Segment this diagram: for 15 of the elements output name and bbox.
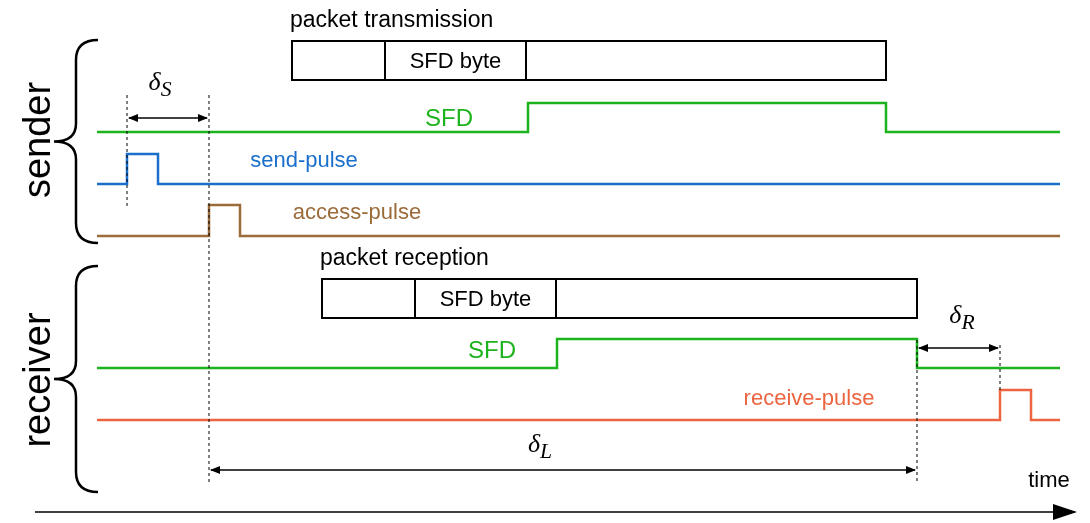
frame-heading: packet reception: [320, 244, 489, 270]
axis-label: time: [1028, 467, 1070, 493]
group-label: sender: [17, 81, 59, 199]
field-segment: SFD byte: [384, 42, 527, 79]
frame-heading: packet transmission: [290, 6, 494, 32]
dimension-label: δ$_{R}$: [949, 301, 975, 335]
dimension-label: δ$_{L}$: [527, 430, 553, 464]
field-segment: SFD byte: [414, 280, 557, 317]
signal-label: send-pulse: [250, 147, 358, 173]
signal-label: SFD: [425, 104, 473, 132]
dimension-label: δ$_{S}$: [148, 68, 172, 102]
signal-label: receive-pulse: [743, 385, 875, 411]
group-label: receiver: [17, 312, 59, 448]
signal-label: SFD: [468, 336, 516, 364]
signal-label: access-pulse: [292, 199, 422, 225]
